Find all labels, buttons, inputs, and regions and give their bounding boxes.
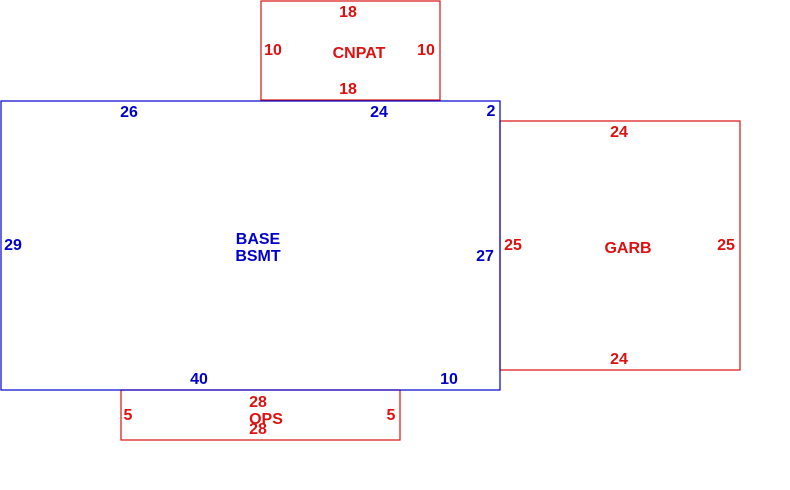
ops-dim-bottom: 28 (249, 421, 267, 438)
base-outline (0, 100, 501, 391)
base-dim-right: 27 (476, 248, 494, 265)
cnpat-dim-bottom: 18 (339, 81, 357, 98)
garb-label: GARB (604, 240, 651, 257)
cnpat-outline (260, 0, 441, 101)
garb-dim-bottom: 24 (610, 351, 628, 368)
area-base[interactable]: 26 24 2 29 27 40 10 BASE BSMT (0, 100, 501, 391)
area-cnpat[interactable]: 18 10 10 18 CNPAT (260, 0, 441, 101)
base-dim-bottom-right: 10 (440, 371, 458, 388)
area-ops[interactable]: 28 5 5 OPS 28 (120, 389, 401, 441)
base-dim-top-left: 26 (120, 104, 138, 121)
cnpat-dim-right: 10 (417, 42, 435, 59)
garb-dim-top: 24 (610, 124, 628, 141)
base-dim-top-right: 2 (487, 103, 496, 120)
garb-dim-right: 25 (717, 237, 735, 254)
cnpat-dim-left: 10 (264, 42, 282, 59)
garb-dim-left: 25 (504, 237, 522, 254)
ops-label: OPS (249, 411, 283, 428)
ops-dim-right: 5 (387, 407, 396, 424)
cnpat-dim-top: 18 (339, 4, 357, 21)
base-dim-top-mid: 24 (370, 104, 388, 121)
cnpat-label: CNPAT (333, 45, 386, 62)
base-dim-left: 29 (4, 237, 22, 254)
ops-dim-top: 28 (249, 394, 267, 411)
area-garb[interactable]: 24 25 25 24 GARB (499, 120, 741, 371)
base-label-line-2: BSMT (235, 248, 281, 265)
base-dim-bottom-left: 40 (190, 371, 208, 388)
base-label-line-1: BASE (236, 231, 281, 248)
ops-dim-left: 5 (124, 407, 133, 424)
